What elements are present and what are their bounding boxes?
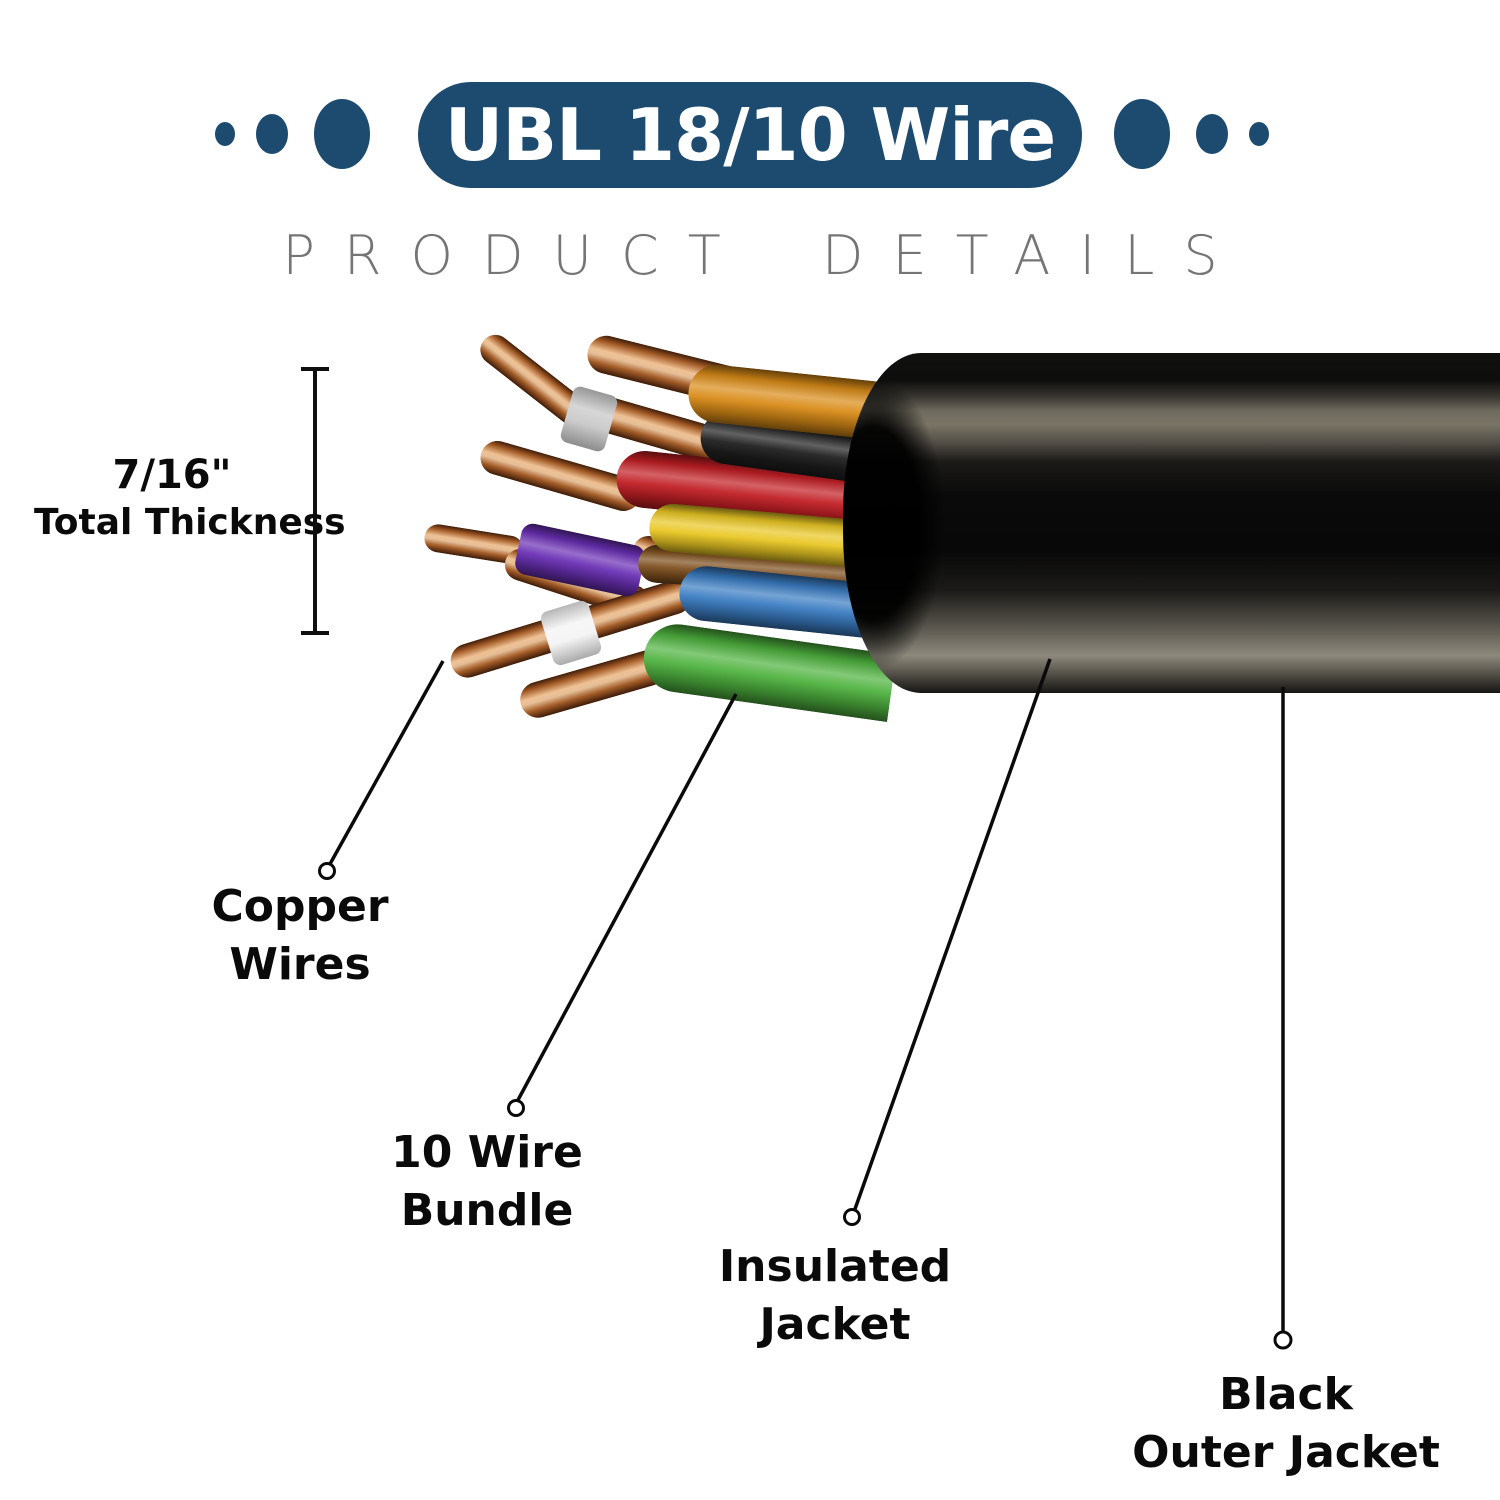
leader-dot-wire-bundle	[507, 1099, 525, 1117]
cable-outer-jacket	[843, 353, 1500, 693]
callout-insulated-jacket: Insulated Jacket	[705, 1238, 965, 1354]
decorative-dot	[1196, 114, 1228, 154]
title-badge: UBL 18/10 Wire	[418, 82, 1082, 188]
callout-outer-jacket-line2: Outer Jacket	[1132, 1427, 1440, 1478]
leader-dot-outer-jacket	[1273, 1330, 1293, 1350]
callout-outer-jacket-line1: Black	[1219, 1369, 1353, 1420]
decorative-dot	[256, 114, 288, 154]
callout-wire-bundle-line1: 10 Wire	[391, 1127, 583, 1178]
thickness-label: Total Thickness	[34, 502, 346, 543]
callout-copper-wires-line2: Wires	[229, 939, 371, 990]
callout-outer-jacket: Black Outer Jacket	[1106, 1366, 1466, 1482]
leader-dot-copper-wires	[318, 862, 336, 880]
callout-insulated-jacket-line1: Insulated	[718, 1241, 952, 1292]
leader-wire-bundle	[516, 693, 738, 1101]
callout-wire-bundle: 10 Wire Bundle	[357, 1124, 617, 1240]
decorative-dot	[314, 99, 370, 169]
callout-insulated-jacket-line2: Jacket	[759, 1299, 911, 1350]
leader-dot-insulated-jacket	[843, 1208, 861, 1226]
leader-copper-wires	[328, 660, 445, 865]
callout-copper-wires: Copper Wires	[170, 878, 430, 994]
subtitle: PRODUCT DETAILS	[282, 224, 1247, 287]
thickness-dimension-label: 7/16" Total Thickness	[34, 452, 346, 546]
thickness-value: 7/16"	[112, 452, 232, 498]
callout-copper-wires-line1: Copper	[211, 881, 389, 932]
callout-wire-bundle-line2: Bundle	[400, 1185, 574, 1236]
page-title: UBL 18/10 Wire	[444, 93, 1056, 177]
decorative-dot	[1114, 99, 1170, 169]
decorative-dot	[1249, 122, 1269, 146]
leader-insulated-jacket	[853, 658, 1052, 1210]
decorative-dot	[215, 122, 235, 146]
